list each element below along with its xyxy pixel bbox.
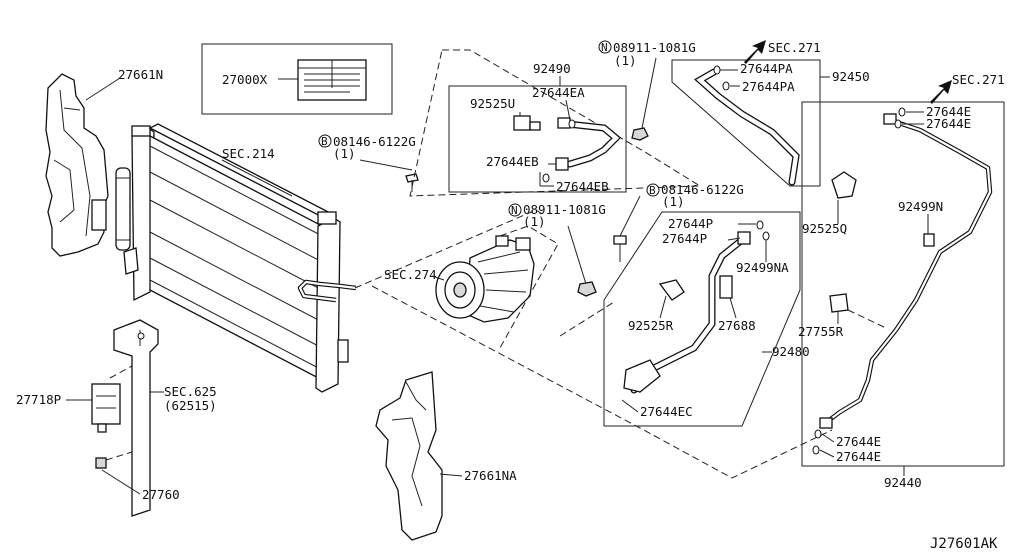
part-label-27644E-a: 27644E: [926, 104, 971, 119]
bolt1-circle-mark: B: [321, 135, 328, 148]
part-label-92499N: 92499N: [898, 199, 943, 214]
label-box-27000X: 27000X: [201, 43, 393, 115]
part-label-92525Q: 92525Q: [802, 221, 847, 236]
label-sec271-b: SEC.271: [952, 72, 1005, 87]
connection-line-bracket: [109, 365, 133, 379]
label-sec271-a: SEC.271: [768, 40, 821, 55]
detail-box-92480: [603, 211, 801, 427]
label-sec625: SEC.625: [164, 384, 217, 399]
part-label-27644E-d: 27644E: [836, 449, 881, 464]
hose-92490: [513, 115, 622, 183]
bolt1-part-code: 08146-6122G: [333, 134, 416, 149]
part-label-27644P-b: 27644P: [662, 231, 707, 246]
radiator-bracket: [91, 319, 159, 517]
label-sec625-sub: (62515): [164, 398, 217, 413]
connection-line-compressor-right: [499, 225, 559, 349]
part-label-27688: 27688: [718, 318, 756, 333]
ac-compressor: [435, 235, 535, 323]
condenser-assembly: [115, 123, 357, 393]
pipe-92440: [812, 107, 993, 455]
bolt-08146-6122G-lower: B 08146-6122G (1): [613, 182, 744, 262]
leader-27661N: [85, 77, 121, 101]
part-label-92525R: 92525R: [628, 318, 674, 333]
part-label-92499NA: 92499NA: [736, 260, 789, 275]
part-label-27644PA-b: 27644PA: [742, 79, 795, 94]
connection-line-upper: [354, 209, 543, 289]
label-sec214: SEC.214: [222, 146, 275, 161]
part-label-27644E-b: 27644E: [926, 116, 971, 131]
part-label-27644EB-a: 27644EB: [486, 154, 539, 169]
arrow-sec271-a: [744, 40, 766, 64]
nut1-part-code: 08911-1081G: [613, 40, 696, 55]
hose-92480: [623, 220, 770, 394]
connection-line-27755R: [847, 309, 887, 329]
detail-box-92440: [801, 101, 1005, 467]
part-label-27718P: 27718P: [16, 392, 61, 407]
air-guide-lower: [375, 371, 443, 541]
part-label-27661NA: 27661NA: [464, 468, 517, 483]
leader-sec214: [221, 159, 293, 197]
nut-08911-1081G-upper: N 08911-1081G (1): [598, 40, 696, 141]
nut2-circle-mark: N: [511, 204, 518, 217]
nut1-quantity: (1): [614, 53, 637, 68]
part-label-92525U: 92525U: [470, 96, 515, 111]
bolt2-part-code: 08146-6122G: [661, 182, 744, 197]
part-label-27644EC: 27644EC: [640, 404, 693, 419]
connection-line-lower: [371, 285, 833, 479]
part-label-92440: 92440: [884, 475, 922, 490]
connection-line-27760: [105, 451, 133, 461]
diagram-code: J27601AK: [930, 536, 998, 552]
group-outline-92490: [409, 49, 702, 197]
label-sec274: SEC.274: [384, 267, 437, 282]
bolt2-quantity: (1): [662, 194, 685, 209]
nut2-quantity: (1): [523, 214, 546, 229]
part-label-92490: 92490: [533, 61, 571, 76]
part-label-27644PA-a: 27644PA: [740, 61, 793, 76]
hose-92450: [694, 65, 857, 199]
detail-box-92450: [671, 59, 821, 187]
air-guide-upper-left: [45, 73, 109, 257]
nut2-part-code: 08911-1081G: [523, 202, 606, 217]
part-label-27000X: 27000X: [222, 72, 268, 87]
arrow-sec271-b: [930, 80, 952, 104]
nut1-circle-mark: N: [601, 41, 608, 54]
part-label-92480: 92480: [772, 344, 810, 359]
bolt2-circle-mark: B: [649, 184, 656, 197]
connection-line-group-92480: [559, 301, 615, 337]
part-label-27644EA: 27644EA: [532, 85, 585, 100]
part-label-27755R: 27755R: [798, 324, 844, 339]
nut-08911-1081G-lower: N 08911-1081G (1): [508, 202, 606, 297]
bolt-08146-6122G-upper: B 08146-6122G (1): [318, 134, 419, 192]
part-label-27760: 27760: [142, 487, 180, 502]
detail-box-92490: [448, 85, 627, 193]
part-label-27644P-a: 27644P: [668, 216, 713, 231]
part-label-27644E-c: 27644E: [836, 434, 881, 449]
part-label-27644EB-b: 27644EB: [556, 179, 609, 194]
part-label-27661N: 27661N: [118, 67, 163, 82]
bolt1-quantity: (1): [333, 146, 356, 161]
part-label-92450: 92450: [832, 69, 870, 84]
